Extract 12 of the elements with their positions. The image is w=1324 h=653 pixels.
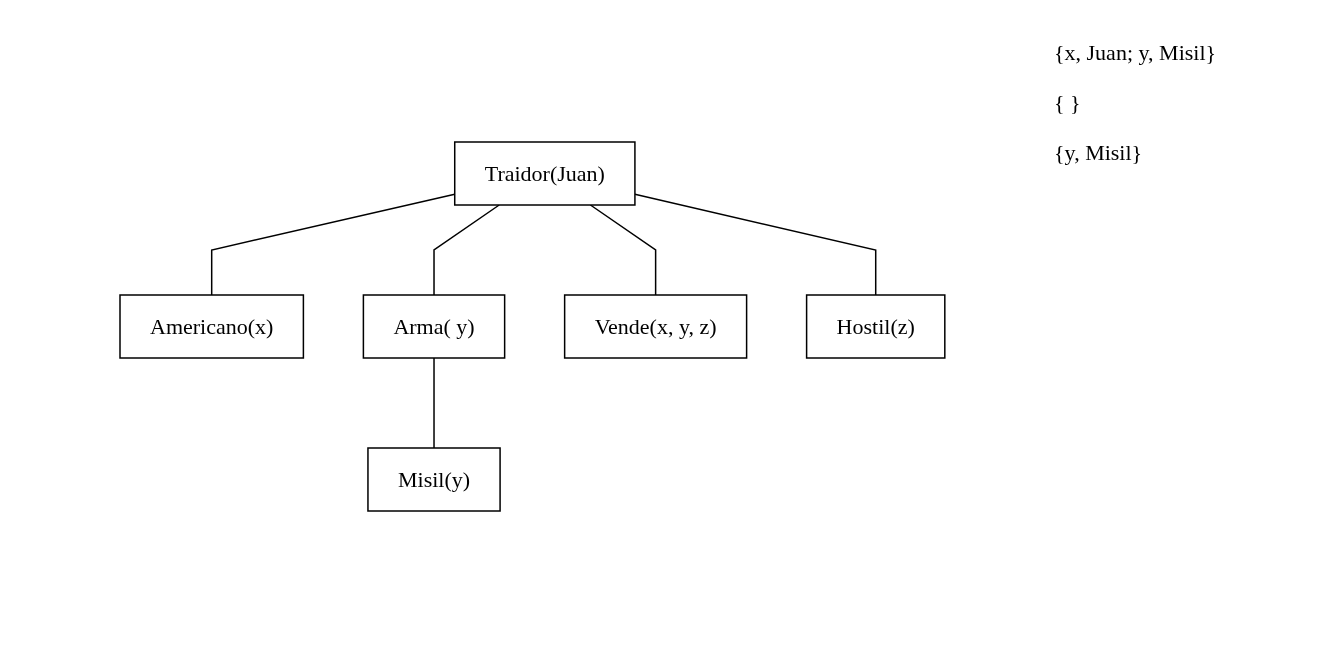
- node-box: Vende(x, y, z): [563, 294, 747, 359]
- connector: [432, 204, 500, 296]
- node-box: Americano(x): [118, 294, 304, 359]
- connector: [432, 357, 435, 449]
- node-box: Hostil(z): [805, 294, 946, 359]
- node-box: Arma( y): [362, 294, 505, 359]
- node-box: Traidor(Juan): [453, 141, 636, 206]
- note-text: { }: [1054, 90, 1082, 116]
- connector: [589, 204, 656, 296]
- node-box: Misil(y): [366, 447, 501, 512]
- note-text: {y, Misil}: [1054, 140, 1144, 166]
- note-text: {x, Juan; y, Misil}: [1054, 40, 1218, 66]
